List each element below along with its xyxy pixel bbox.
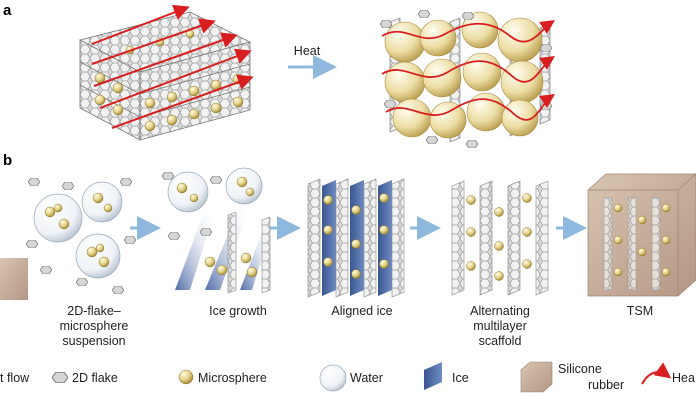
stage-label-ice-growth-line1: Ice growth [209,304,267,318]
legend-flake-icon [52,372,68,383]
stage-label-aligned-ice: Aligned ice [302,304,422,319]
legend-silicone-text-line2: rubber [588,378,625,392]
stage-label-tsm: TSM [580,304,696,319]
panel-a-stacked-block [78,4,254,141]
stage-tsm-illustration [587,173,696,297]
stage-label-scaffold-line3: scaffold [478,334,522,348]
stage-label-tsm-line1: TSM [626,304,654,318]
stage-label-aligned-ice-line1: Aligned ice [331,304,393,318]
panel-label-b: b [3,152,13,169]
left-silicone-edge [0,258,28,300]
legend-heat-text: Hea [672,371,695,385]
stage-label-suspension: 2D-flake– microsphere suspension [34,304,154,349]
legend-water-text: Water [350,371,383,385]
legend-heat-flow-text: t flow [0,371,30,385]
legend-flake-text: 2D flake [72,371,118,385]
legend-icons [52,361,672,393]
stage-label-suspension-line2: microsphere [59,319,129,333]
legend-microsphere-icon [178,369,194,385]
panel-a-sphere-block [380,10,555,148]
heat-arrow-label: Heat [293,44,321,58]
legend-ice-icon [424,362,442,390]
legend-ice-text: Ice [452,371,469,385]
stage-label-scaffold: Alternating multilayer scaffold [440,304,560,349]
legend-water-icon [319,364,347,392]
legend-microsphere-text: Microsphere [198,371,267,385]
stage-label-suspension-line1: 2D-flake– [67,304,121,318]
stage-label-suspension-line3: suspension [62,334,126,348]
panel-label-a: a [3,2,12,19]
stage-scaffold-illustration [451,180,549,296]
legend-silicone-text-line1: Silicone [558,362,602,376]
stage-label-scaffold-line2: multilayer [473,319,527,333]
stage-label-ice-growth: Ice growth [178,304,298,319]
stage-label-scaffold-line1: Alternating [470,304,530,318]
stage-aligned-ice-illustration [307,178,405,298]
legend-silicone-icon [520,361,553,393]
legend-heat-arrow-icon [641,362,672,385]
stage-ice-growth-illustration [162,167,272,294]
stage-suspension-illustration [0,178,136,300]
